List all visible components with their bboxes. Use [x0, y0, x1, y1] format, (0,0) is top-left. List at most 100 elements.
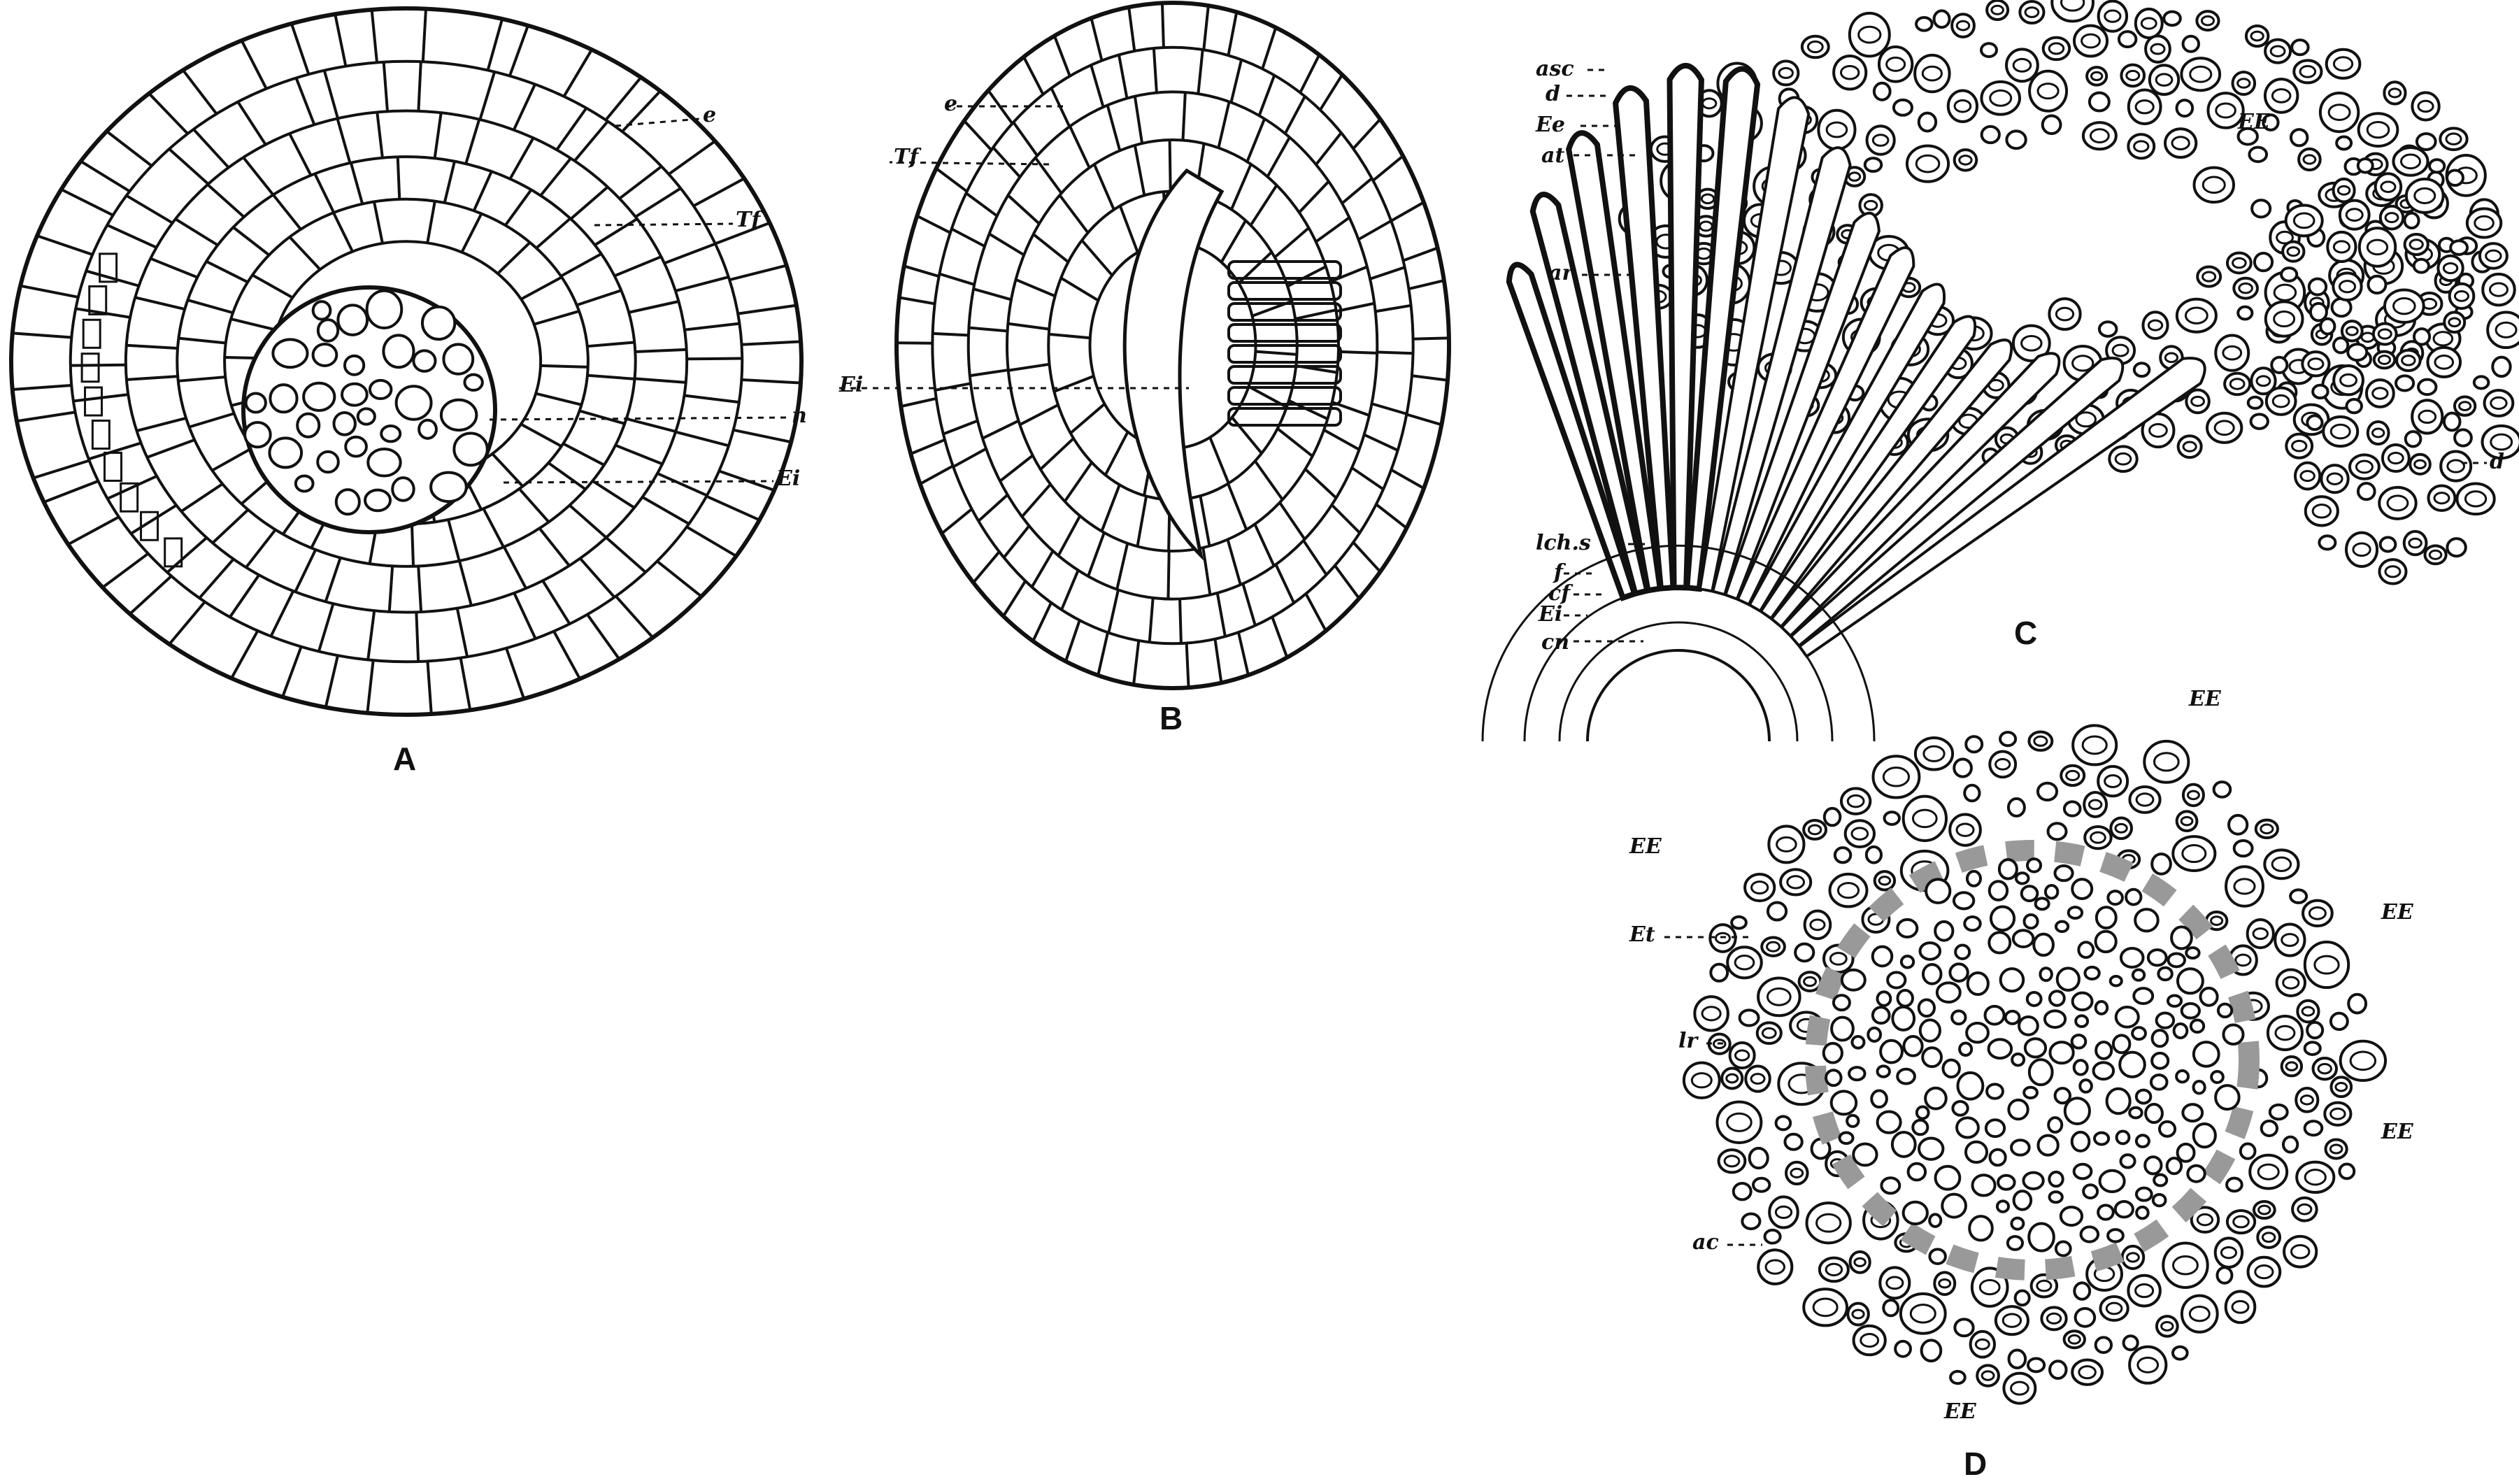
cell-lumen — [2055, 306, 2075, 322]
cell-lumen — [2125, 1252, 2140, 1263]
cell — [1876, 990, 1892, 1007]
cell — [2028, 69, 2069, 113]
cell-wall — [12, 331, 72, 339]
cell — [2117, 30, 2138, 49]
cell-lumen — [2488, 282, 2509, 297]
cell — [2357, 227, 2397, 268]
cell — [1744, 1064, 1771, 1093]
cell — [2225, 865, 2264, 908]
cell — [2339, 1039, 2388, 1082]
palisade-cell — [1723, 211, 1881, 601]
cell-lumen — [2371, 387, 2389, 400]
cell-lumen — [1885, 1276, 1904, 1290]
cell — [2293, 461, 2322, 491]
cell — [2374, 172, 2403, 202]
cell — [2128, 785, 2162, 814]
cell — [2439, 450, 2473, 483]
cell — [2162, 10, 2182, 27]
cell-wall — [1217, 101, 1231, 148]
cell-wall — [916, 214, 951, 234]
cell — [1999, 967, 2025, 993]
cell — [2244, 24, 2270, 48]
cell — [442, 343, 475, 376]
cell — [2027, 730, 2054, 752]
cell — [1876, 1064, 1891, 1078]
cell — [2150, 1051, 2170, 1070]
cell — [1818, 1256, 1850, 1283]
cell-lumen — [1853, 1257, 1867, 1267]
cell — [2132, 987, 2155, 1006]
cell — [2239, 1142, 2257, 1160]
cell — [1985, 0, 2010, 21]
cell-lumen — [2150, 43, 2166, 55]
cell — [2092, 1061, 2115, 1081]
cell — [2205, 411, 2243, 444]
cell — [2306, 1020, 2325, 1040]
leader-line — [889, 161, 1050, 166]
label-d-et: Et — [1629, 922, 1655, 947]
cell-lumen — [1712, 1039, 1727, 1050]
cell — [2048, 1041, 2075, 1065]
cell-wall — [88, 441, 142, 461]
cell-wall — [1048, 332, 1090, 340]
cell-lumen — [2215, 102, 2236, 119]
cell — [1955, 1116, 1980, 1139]
cell — [2403, 233, 2429, 257]
cell — [2395, 374, 2415, 392]
cell-wall — [106, 474, 157, 500]
cell — [316, 450, 340, 474]
cell-lumen — [2104, 774, 2122, 788]
label-c-asc: asc — [1536, 57, 1574, 81]
cell — [2280, 266, 2299, 283]
cell — [1767, 825, 1806, 864]
cell-lumen — [2236, 78, 2251, 89]
cell — [2347, 992, 2368, 1015]
cell — [1915, 15, 1934, 32]
cell — [2302, 899, 2334, 928]
cell — [1848, 11, 1891, 58]
cell — [2253, 252, 2274, 273]
cell-lumen — [1848, 171, 1862, 182]
cell-lumen — [2345, 326, 2359, 336]
cell-wall — [1002, 580, 1027, 618]
cell — [2227, 813, 2249, 836]
cell-ring — [1481, 544, 1876, 742]
cell — [2162, 1241, 2209, 1289]
cell — [1880, 1176, 1901, 1195]
cell — [429, 471, 468, 504]
cell-wall — [706, 494, 760, 522]
cell — [2329, 1011, 2349, 1032]
cell-wall — [668, 140, 716, 176]
cell — [316, 318, 340, 343]
cell — [2157, 1120, 2177, 1138]
cell-wall — [741, 340, 801, 346]
cell — [1886, 971, 1907, 990]
cell — [2427, 484, 2457, 513]
cell-wall — [134, 296, 185, 311]
cell — [2004, 1009, 2021, 1025]
cell-wall — [192, 128, 230, 169]
cell-wall — [1372, 155, 1404, 182]
cell-lumen — [2111, 343, 2129, 357]
cell — [1925, 878, 1952, 905]
cell-lumen — [2024, 6, 2040, 18]
cell-wall — [1375, 503, 1408, 529]
cell-lumen — [2434, 355, 2455, 370]
cell — [2007, 1348, 2027, 1370]
cell — [2332, 336, 2350, 355]
cell — [420, 305, 457, 341]
label-d-ee-bottom: EE — [1944, 1399, 1976, 1424]
cell — [2326, 230, 2357, 264]
cell — [2411, 91, 2441, 122]
cell — [1896, 989, 1914, 1008]
cell — [2060, 764, 2086, 787]
cell — [1965, 869, 1982, 887]
cell-wall — [1019, 404, 1059, 427]
cell — [269, 383, 299, 414]
cell-ring — [966, 90, 1379, 601]
cell — [2252, 1200, 2276, 1220]
cell-lumen — [1778, 66, 1794, 79]
cell-wall — [187, 299, 234, 315]
cell — [1717, 1148, 1747, 1174]
cell-wall — [1371, 402, 1408, 415]
